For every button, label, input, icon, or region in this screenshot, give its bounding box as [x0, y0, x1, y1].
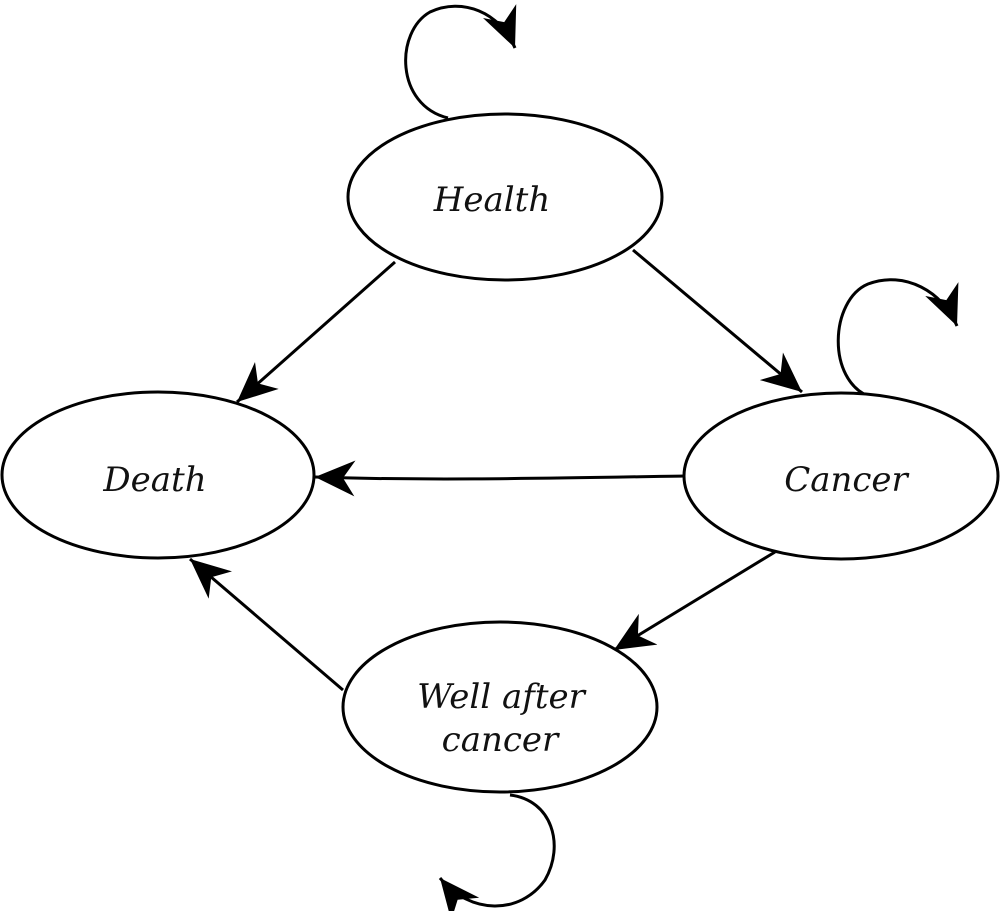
- edge-health-to-cancer: [632, 248, 803, 394]
- node-death-shape: [0, 390, 316, 560]
- loop-cancer: [836, 278, 959, 399]
- node-health-label: Health: [433, 180, 550, 220]
- edge-health-to-death: [236, 260, 396, 404]
- node-well-after-label-line2: cancer: [442, 720, 560, 760]
- edge-cancer-to-death: [314, 460, 685, 497]
- loop-health: [404, 4, 517, 120]
- node-health: Health: [346, 112, 664, 282]
- node-cancer-label: Cancer: [784, 460, 909, 500]
- node-health-shape: [346, 112, 664, 282]
- edge-cancer-to-well-after: [613, 550, 776, 652]
- node-death-label: Death: [102, 460, 206, 500]
- edge-well-after-to-death: [189, 557, 344, 692]
- node-death: Death: [0, 390, 316, 560]
- node-well-after-label-line1: Well after: [417, 677, 586, 717]
- node-cancer-shape: [682, 391, 1000, 561]
- node-well-after-shape: [341, 620, 659, 794]
- node-well-after-cancer: Well after cancer: [341, 620, 659, 794]
- node-cancer: Cancer: [682, 391, 1000, 561]
- loop-well-after: [438, 793, 556, 911]
